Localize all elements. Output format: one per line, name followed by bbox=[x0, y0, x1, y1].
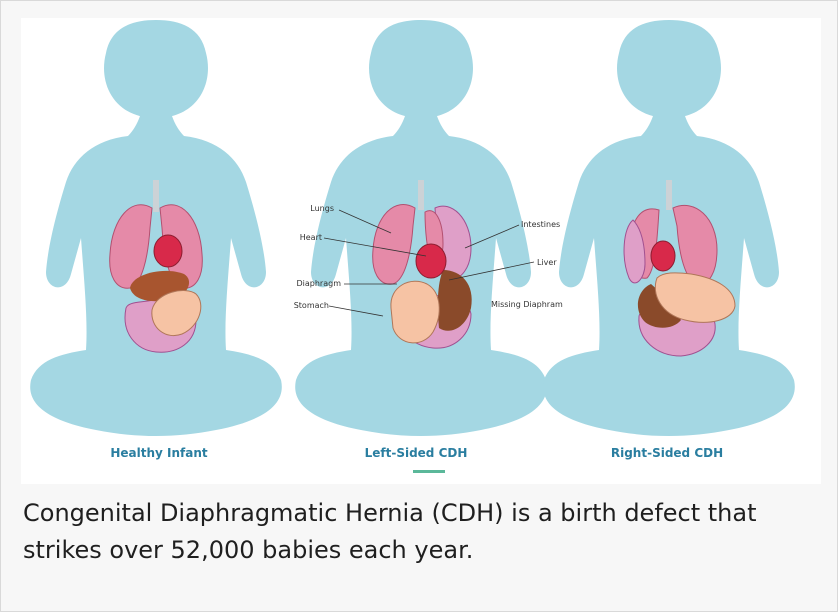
label-diaphragm: Diaphragm bbox=[297, 279, 342, 288]
baby-silhouette bbox=[30, 20, 282, 436]
image-caption: Congenital Diaphragmatic Hernia (CDH) is… bbox=[23, 495, 813, 569]
label-liver: Liver bbox=[537, 258, 557, 267]
baby-silhouette bbox=[543, 20, 795, 436]
heart bbox=[651, 241, 675, 271]
baby-silhouette bbox=[295, 20, 547, 436]
label-heart: Heart bbox=[300, 233, 322, 242]
panel-title-left-sided-cdh[interactable]: Left-Sided CDH bbox=[316, 446, 516, 460]
trachea bbox=[153, 180, 159, 212]
trachea bbox=[666, 180, 672, 210]
label-missing-diaphragm: Missing Diaphram bbox=[491, 300, 563, 309]
label-lungs: Lungs bbox=[310, 204, 334, 213]
heart bbox=[416, 244, 446, 278]
active-panel-indicator bbox=[413, 470, 445, 473]
label-stomach: Stomach bbox=[294, 301, 329, 310]
right-sided-cdh-figure bbox=[543, 20, 795, 436]
left-sided-cdh-figure bbox=[295, 20, 547, 436]
trachea bbox=[418, 180, 424, 210]
healthy-infant-figure bbox=[30, 20, 282, 436]
panel-title-right-sided-cdh: Right-Sided CDH bbox=[567, 446, 767, 460]
stomach bbox=[391, 281, 439, 343]
label-intestines: Intestines bbox=[521, 220, 560, 229]
panel-title-healthy-infant: Healthy Infant bbox=[59, 446, 259, 460]
cdh-diagram-svg: Lungs Heart Diaphragm Stomach Intestines… bbox=[21, 18, 821, 484]
cdh-illustration: Lungs Heart Diaphragm Stomach Intestines… bbox=[21, 18, 821, 484]
heart bbox=[154, 235, 182, 267]
